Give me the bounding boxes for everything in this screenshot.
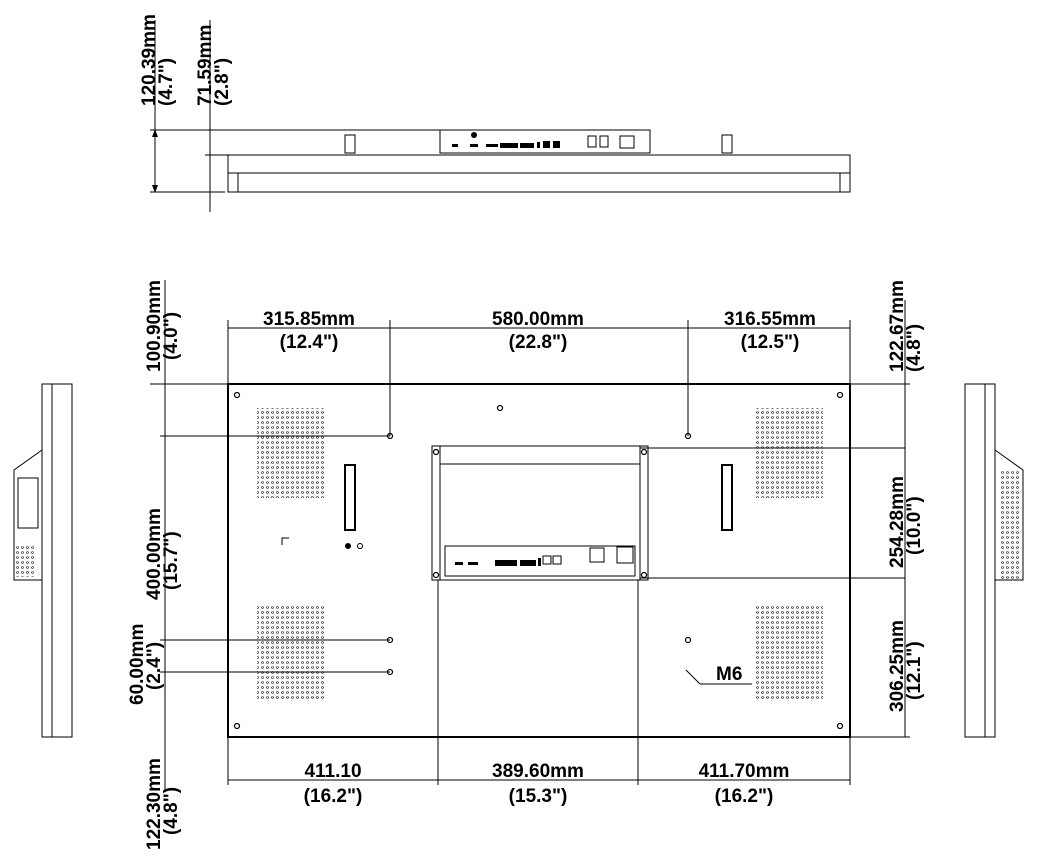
left-dim-2-mm: 400.00mm (144, 508, 165, 600)
bottom-dim-2-in: (15.3") (509, 786, 568, 807)
bottom-dim-1-in: (16.2") (304, 786, 363, 807)
right-dim-2-mm: 254.28mm (887, 476, 908, 568)
handle (721, 464, 733, 531)
depth-panel-mm: 71.59mm (195, 25, 216, 106)
top-dim-1-mm: 315.85mm (263, 309, 355, 330)
bottom-dim-3-mm: 411.70mm (699, 761, 790, 782)
right-dim-1-mm: 122.67mm (887, 280, 908, 372)
top-dim-3-mm: 316.55mm (724, 309, 816, 330)
vent-grid (755, 604, 823, 700)
right-dim-1-in: (4.8") (904, 324, 925, 372)
top-dim-1-in: (12.4") (280, 332, 339, 353)
screw-size-label: M6 (716, 664, 742, 685)
vent-grid (755, 408, 823, 498)
back-view: M6 315.85mm (12.4") 580.00mm (22.8") 316… (127, 280, 925, 850)
right-dim-3-in: (12.1") (904, 641, 925, 700)
handle (344, 464, 356, 531)
left-dim-2-in: (15.7") (161, 531, 182, 590)
left-dim-3-mm: 60.00mm (127, 624, 148, 705)
depth-panel-in: (2.8") (212, 58, 233, 106)
right-side-view (964, 383, 1024, 738)
left-dim-3-in: (2.4") (144, 642, 165, 690)
left-dim-4-mm: 122.30mm (144, 758, 165, 850)
vent-grid (257, 604, 325, 700)
bottom-dim-2-mm: 389.60mm (492, 761, 584, 782)
left-side-view (13, 383, 73, 738)
top-dim-2-in: (22.8") (509, 332, 568, 353)
bottom-dim-1-mm: 411.10 (304, 761, 361, 782)
right-dim-3-mm: 306.25mm (887, 620, 908, 712)
vent-grid (257, 408, 325, 498)
depth-total-mm: 120.39mm (139, 14, 160, 106)
bottom-dim-3-in: (16.2") (715, 786, 774, 807)
left-dim-1-in: (4.0") (161, 312, 182, 360)
left-dim-4-in: (4.8") (161, 787, 182, 835)
right-dim-2-in: (10.0") (904, 496, 925, 555)
depth-total-in: (4.7") (156, 58, 177, 106)
left-dim-1-mm: 100.90mm (144, 280, 165, 372)
top-view: 120.39mm (4.7") 71.59mm (2.8") (139, 14, 851, 212)
top-dim-3-in: (12.5") (741, 332, 800, 353)
top-dim-2-mm: 580.00mm (492, 309, 584, 330)
